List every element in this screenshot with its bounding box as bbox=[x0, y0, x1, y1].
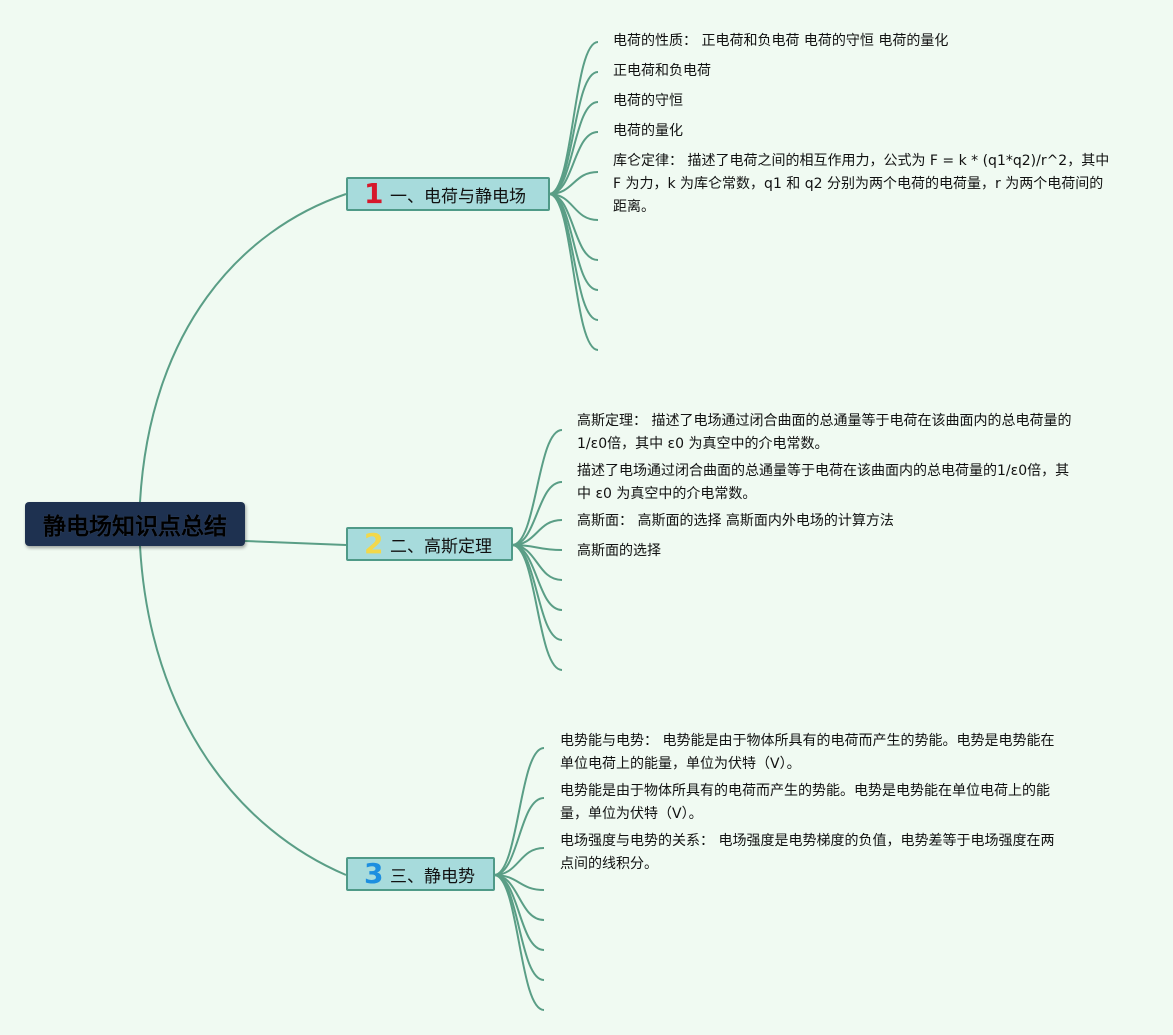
branch-3-link-3 bbox=[493, 847, 545, 876]
root-topic[interactable]: 静电场知识点总结 bbox=[25, 502, 245, 546]
leaf-3-3[interactable]: 电场强度与电势的关系： 电场强度是电势梯度的负值，电势差等于电场强度在两点间的线… bbox=[560, 833, 1055, 872]
branch-1-link-1 bbox=[548, 41, 599, 195]
root-link-1 bbox=[139, 193, 347, 503]
leaf-2-3[interactable]: 高斯面： 高斯面的选择 高斯面内外电场的计算方法 bbox=[577, 513, 894, 529]
branch-1-link-4 bbox=[548, 131, 599, 195]
branch-2-link-1 bbox=[511, 429, 563, 546]
leaf-1-5[interactable]: 库仑定律： 描述了电荷之间的相互作用力，公式为 F = k * (q1*q2)/… bbox=[613, 153, 1110, 215]
leaf-2-1[interactable]: 高斯定理： 描述了电场通过闭合曲面的总通量等于电荷在该曲面内的总电荷量的1/ε0… bbox=[577, 413, 1072, 452]
branch-title-2: 二、高斯定理 bbox=[390, 536, 492, 557]
branch-number-3: 3 bbox=[364, 857, 384, 890]
branch-2-link-2 bbox=[511, 481, 563, 546]
leaf-1-1[interactable]: 电荷的性质： 正电荷和负电荷 电荷的守恒 电荷的量化 bbox=[613, 33, 949, 49]
leaf-2-2[interactable]: 描述了电场通过闭合曲面的总通量等于电荷在该曲面内的总电荷量的1/ε0倍，其中 ε… bbox=[577, 463, 1070, 502]
branch-1-link-5 bbox=[548, 171, 599, 195]
leaf-3-1[interactable]: 电势能与电势： 电势能是由于物体所具有的电荷而产生的势能。电势是电势能在单位电荷… bbox=[560, 733, 1055, 772]
branch-3-link-2 bbox=[493, 797, 545, 876]
root-link-3 bbox=[139, 545, 347, 876]
branch-1-link-3 bbox=[548, 101, 599, 195]
branch-1-link-7 bbox=[548, 193, 599, 261]
branch-topic-1[interactable]: 1 一、电荷与静电场 bbox=[346, 177, 550, 211]
leaf-1-3[interactable]: 电荷的守恒 bbox=[613, 93, 683, 109]
branch-title-3: 三、静电势 bbox=[390, 866, 475, 887]
leaf-2-4[interactable]: 高斯面的选择 bbox=[577, 543, 661, 559]
branch-topic-3[interactable]: 3 三、静电势 bbox=[346, 857, 495, 891]
branch-2-link-6 bbox=[511, 544, 563, 611]
branch-1-link-2 bbox=[548, 71, 599, 195]
branch-topic-2[interactable]: 2 二、高斯定理 bbox=[346, 527, 513, 561]
branch-2-link-8 bbox=[511, 544, 563, 671]
branch-3-link-1 bbox=[493, 747, 545, 876]
root-link-2 bbox=[244, 540, 347, 546]
branch-2-link-7 bbox=[511, 544, 563, 641]
branch-3-link-8 bbox=[493, 874, 545, 1011]
root-title: 静电场知识点总结 bbox=[43, 514, 227, 540]
leaf-1-4[interactable]: 电荷的量化 bbox=[613, 123, 683, 139]
branch-3-link-7 bbox=[493, 874, 545, 981]
branch-1-link-10 bbox=[548, 193, 599, 351]
branch-number-1: 1 bbox=[364, 177, 384, 210]
leaf-1-2[interactable]: 正电荷和负电荷 bbox=[613, 63, 711, 79]
branch-title-1: 一、电荷与静电场 bbox=[390, 186, 526, 207]
branch-number-2: 2 bbox=[364, 527, 384, 560]
leaf-3-2[interactable]: 电势能是由于物体所具有的电荷而产生的势能。电势是电势能在单位电荷上的能量，单位为… bbox=[560, 783, 1050, 822]
